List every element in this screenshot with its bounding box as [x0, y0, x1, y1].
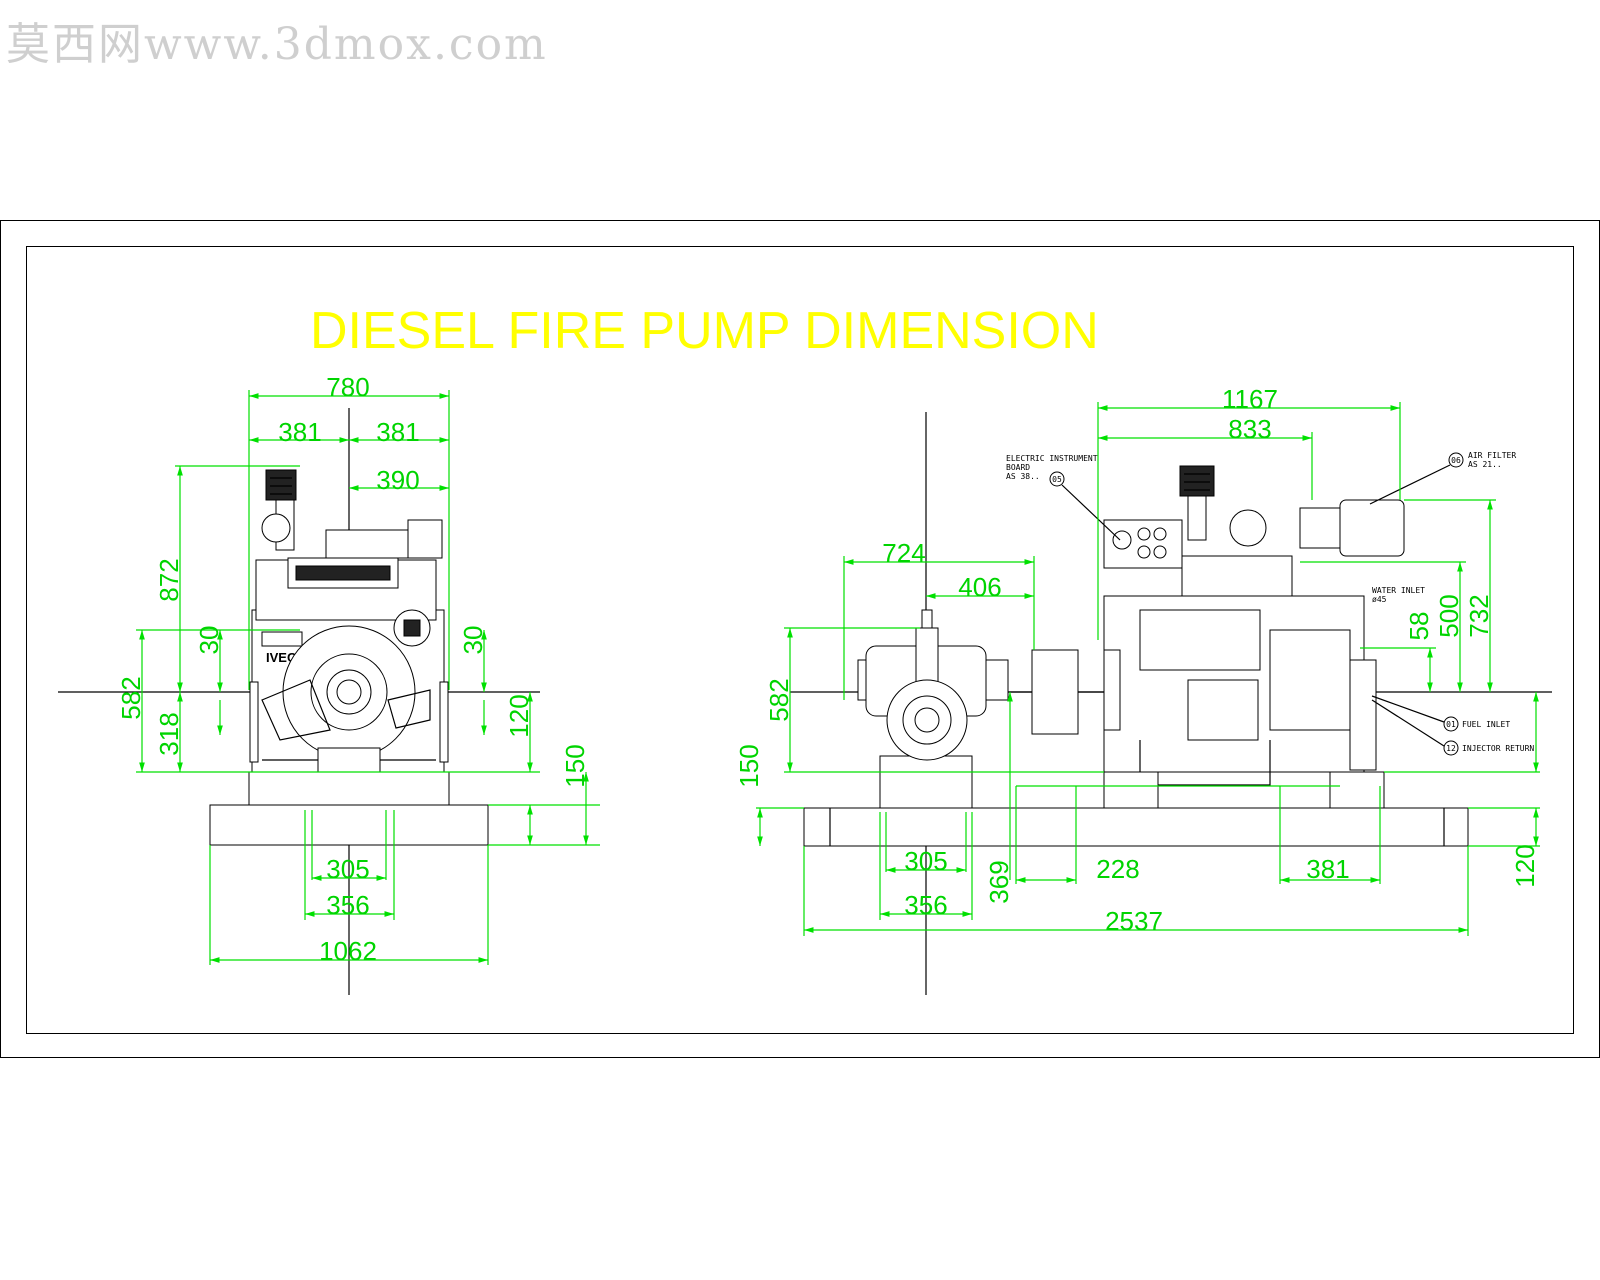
- dim-833: 833: [1228, 414, 1271, 444]
- svg-text:12: 12: [1446, 744, 1456, 753]
- dim-780: 780: [326, 372, 369, 402]
- dim-30-right: 30: [458, 626, 488, 655]
- front-dimension-lines: [136, 390, 600, 965]
- side-air-filter: [1339, 499, 1405, 557]
- dim-305-front: 305: [326, 854, 369, 884]
- svg-text:05: 05: [1052, 475, 1062, 484]
- electric-board-label-line3: AS 38..: [1006, 472, 1040, 481]
- dim-582-side: 582: [764, 678, 794, 721]
- dim-305-side: 305: [904, 846, 947, 876]
- dim-381-left: 381: [278, 417, 321, 447]
- dim-369: 369: [984, 860, 1014, 903]
- side-view: 05 ELECTRIC INSTRUMENT BOARD AS 38.. 06 …: [734, 384, 1552, 995]
- dim-30-left: 30: [194, 626, 224, 655]
- side-engine: [1103, 465, 1405, 809]
- side-turbo: [1229, 509, 1267, 547]
- side-exhaust-muffler: [1179, 465, 1215, 497]
- front-base-skid: [209, 804, 489, 846]
- drawing-title: DIESEL FIRE PUMP DIMENSION: [310, 302, 1099, 360]
- side-dimension-lines: [756, 402, 1540, 936]
- callout-marker-12: [1443, 740, 1459, 756]
- callout-marker-05: [1049, 471, 1065, 487]
- dim-356-front: 356: [326, 890, 369, 920]
- dim-120-side: 120: [1510, 844, 1540, 887]
- dim-2537: 2537: [1105, 906, 1163, 936]
- water-inlet-label-line2: ø45: [1372, 595, 1387, 604]
- callout-marker-06: [1448, 452, 1464, 468]
- dim-356-side: 356: [904, 890, 947, 920]
- injector-return-label: INJECTOR RETURN: [1462, 744, 1534, 753]
- dim-732: 732: [1464, 594, 1494, 637]
- watermark: 莫西网www.3dmox.com: [6, 19, 548, 70]
- air-filter-label-line2: AS 21..: [1468, 460, 1502, 469]
- dim-228: 228: [1096, 854, 1139, 884]
- side-callouts: 05 ELECTRIC INSTRUMENT BOARD AS 38.. 06 …: [1006, 451, 1534, 756]
- front-base-plate: [248, 771, 450, 806]
- dim-1062: 1062: [319, 936, 377, 966]
- side-base-skid: [803, 807, 1469, 847]
- air-filter-label-line1: AIR FILTER: [1468, 451, 1516, 460]
- dim-381-right: 381: [376, 417, 419, 447]
- dim-58: 58: [1404, 612, 1434, 641]
- callout-marker-01: [1443, 716, 1459, 732]
- dim-724: 724: [882, 538, 925, 568]
- side-pump: [857, 609, 1104, 809]
- front-view: IVECO: [58, 372, 600, 995]
- dim-872: 872: [154, 558, 184, 601]
- side-coupling: [1031, 649, 1079, 735]
- dim-150-side: 150: [734, 744, 764, 787]
- svg-text:06: 06: [1451, 456, 1461, 465]
- water-inlet-label-line1: WATER INLET: [1372, 586, 1425, 595]
- fuel-inlet-label: FUEL INLET: [1462, 720, 1510, 729]
- dim-150-front: 150: [560, 744, 590, 787]
- dim-120-front: 120: [504, 694, 534, 737]
- electric-board-label-line2: BOARD: [1006, 463, 1030, 472]
- dim-390: 390: [376, 465, 419, 495]
- drawing-inner-border: [26, 246, 1574, 1034]
- electric-board-label-line1: ELECTRIC INSTRUMENT: [1006, 454, 1098, 463]
- dim-1167: 1167: [1222, 384, 1278, 414]
- dim-381-side: 381: [1306, 854, 1349, 884]
- dim-582-front: 582: [116, 676, 146, 719]
- front-engine-block: IVECO: [249, 469, 449, 773]
- front-exhaust-muffler: [265, 469, 297, 501]
- svg-text:01: 01: [1446, 720, 1456, 729]
- dim-500: 500: [1434, 594, 1464, 637]
- dim-318: 318: [154, 712, 184, 755]
- dim-406: 406: [958, 572, 1001, 602]
